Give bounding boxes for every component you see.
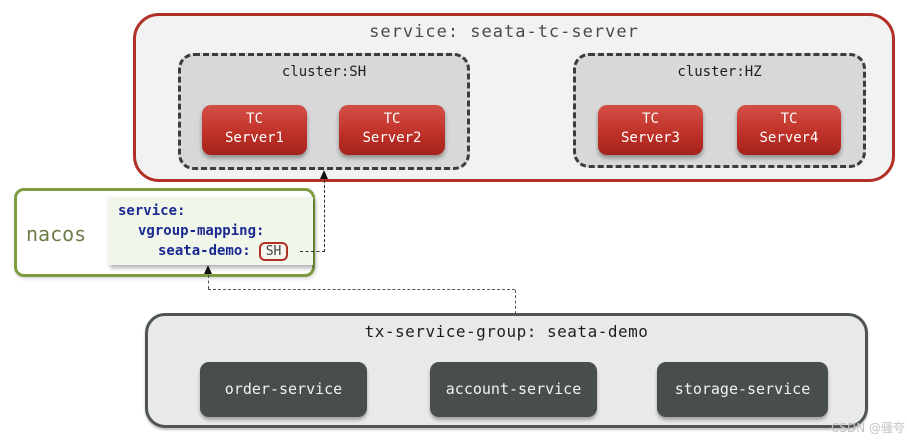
config-line-vgroup-mapping: vgroup-mapping:	[138, 223, 265, 239]
tx-service-group-title: tx-service-group: seata-demo	[364, 322, 649, 341]
tc-server4-node: TC Server4	[737, 105, 841, 155]
cluster-sh-label: cluster:SH	[281, 64, 367, 80]
tc-server3-node: TC Server3	[598, 105, 703, 155]
service-box-title: service: seata-tc-server	[369, 22, 639, 42]
cluster-hz-label: cluster:HZ	[677, 64, 762, 80]
tc-server1-line2: Server1	[224, 130, 284, 146]
nacos-label: nacos	[26, 222, 87, 246]
config-line-seata-demo: seata-demo: SH	[118, 241, 313, 261]
tc-server2-line2: Server2	[362, 130, 422, 146]
tc-server1-line1: TC	[246, 111, 263, 127]
arrow-up-icon	[204, 265, 212, 274]
tc-server3-line2: Server3	[620, 130, 680, 146]
tc-server2-line1: TC	[383, 111, 401, 127]
config-seata-demo-key: seata-demo:	[158, 243, 251, 259]
cluster-mapping-value-badge: SH	[258, 241, 289, 261]
tc-server3-line1: TC	[642, 111, 659, 127]
connector-sh-vertical-segment	[324, 180, 325, 252]
arrow-up-icon	[320, 170, 328, 179]
nacos-config-panel: service: vgroup-mapping: seata-demo: SH	[108, 197, 313, 265]
connector-txgroup-vertical-left-segment	[208, 275, 209, 289]
order-service-node: order-service	[200, 362, 367, 417]
connector-txgroup-horizontal-segment	[208, 289, 515, 290]
tc-server2-node: TC Server2	[339, 105, 445, 155]
tc-server4-line1: TC	[780, 111, 798, 127]
connector-txgroup-vertical-right-segment	[515, 290, 516, 314]
tc-server1-node: TC Server1	[202, 105, 307, 155]
account-service-node: account-service	[430, 362, 597, 417]
config-line-service: service:	[118, 203, 186, 219]
tc-server4-line2: Server4	[759, 130, 819, 146]
connector-sh-horizontal-segment	[300, 251, 325, 252]
csdn-watermark: CSDN @骚夸	[830, 421, 905, 435]
storage-service-node: storage-service	[657, 362, 828, 417]
